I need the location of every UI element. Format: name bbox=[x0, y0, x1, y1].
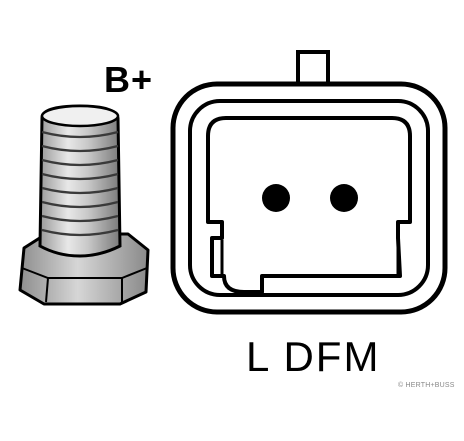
bplus-terminal-stud bbox=[18, 104, 150, 306]
connector-pin-label: L DFM bbox=[246, 333, 381, 380]
connector-socket-cavity bbox=[206, 116, 412, 294]
threaded-shaft bbox=[38, 104, 122, 258]
shaft-top-face bbox=[40, 104, 120, 128]
thread-ridges bbox=[41, 130, 119, 237]
connector-latch-tab bbox=[296, 50, 330, 88]
terminal-label-bplus: B+ bbox=[104, 59, 154, 100]
contact-pin-dfm bbox=[330, 184, 358, 212]
connector-key-rail bbox=[220, 240, 400, 278]
hex-nut-facet-left bbox=[45, 277, 49, 303]
hex-nut-edge bbox=[21, 267, 148, 279]
watermark-text: © HERTH+BUSS bbox=[398, 382, 455, 389]
contact-pin-l bbox=[262, 184, 290, 212]
plug-connector bbox=[170, 50, 448, 315]
